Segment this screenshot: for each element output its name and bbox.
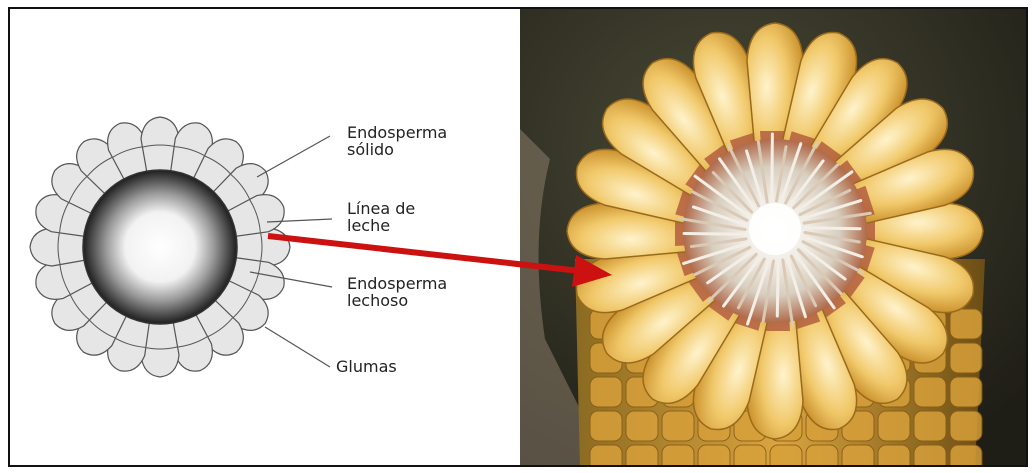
- arrow-shaft: [268, 236, 580, 271]
- pointer-arrow: [10, 9, 1028, 467]
- figure-frame: Endosperma sólido Línea de leche Endospe…: [8, 7, 1028, 467]
- arrow-head: [572, 255, 612, 287]
